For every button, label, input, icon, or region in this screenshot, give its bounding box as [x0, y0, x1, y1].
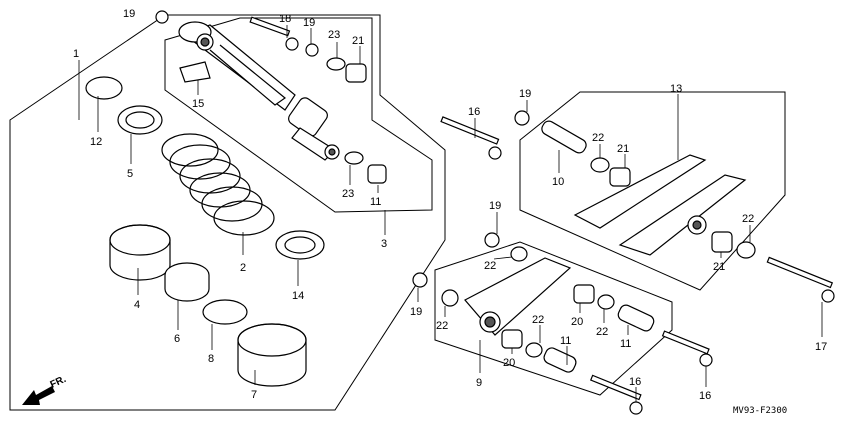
callout-11-rod-bottom: 11: [560, 335, 571, 347]
adjuster-4: [109, 224, 171, 281]
front-direction-arrow: FR.: [22, 374, 68, 405]
callout-22-rod-top: 22: [484, 260, 496, 272]
callout-16-bottom: 16: [629, 376, 641, 388]
callout-2: 2: [240, 262, 246, 274]
seal-23-top: [326, 57, 346, 71]
front-direction-label: FR.: [49, 374, 68, 391]
leader-lines: [78, 25, 823, 402]
callout-7: 7: [251, 389, 257, 401]
collar-11-rod-right: [617, 304, 655, 332]
bolt-16-mid: [661, 330, 713, 367]
callout-4: 4: [134, 299, 140, 311]
callout-21-top: 21: [352, 35, 364, 47]
callout-19-left: 19: [410, 306, 422, 318]
assembly-1-outline: [9, 14, 446, 411]
nut-19-top: [305, 43, 319, 57]
bearing-21-arm-top: [609, 167, 631, 187]
rear-shock-absorber: [178, 21, 340, 161]
callout-8: 8: [208, 353, 214, 365]
cushion-arm: [573, 154, 747, 256]
cushion-connecting-rod: [464, 257, 572, 336]
shock-spring: [161, 133, 275, 236]
bolt-18: [249, 16, 291, 37]
callout-12: 12: [90, 136, 102, 148]
callout-23-top: 23: [328, 29, 340, 41]
callout-16-top: 16: [468, 106, 480, 118]
callout-19-top-left: 19: [123, 8, 135, 20]
cover-7-top: [237, 323, 307, 357]
callout-22-arm-top: 22: [592, 132, 604, 144]
diagram-code: MV93-F2300: [733, 406, 787, 416]
callout-5: 5: [127, 168, 133, 180]
assembly-3-outline: [164, 17, 433, 213]
bushing-21-top: [345, 63, 367, 83]
callout-21-arm-bottom: 21: [713, 261, 725, 273]
bolt-16-top: [440, 116, 502, 160]
nut-19-rod: [484, 232, 500, 248]
callout-15: 15: [192, 98, 204, 110]
callout-23-bottom: 23: [342, 188, 354, 200]
callout-3: 3: [381, 238, 387, 250]
spring-seat-5: [117, 105, 163, 135]
callout-18: 18: [279, 13, 291, 25]
collar-11-rod-bottom: [543, 347, 577, 373]
callout-11-rod-right: 11: [620, 338, 631, 350]
callout-6: 6: [174, 333, 180, 345]
callout-22-rod-bottom: 22: [532, 314, 544, 326]
callout-10: 10: [552, 176, 564, 188]
callout-19-top: 19: [303, 17, 315, 29]
callout-14: 14: [292, 290, 304, 302]
bolt-17: [766, 256, 835, 303]
seal-22-arm-bottom: [736, 241, 756, 259]
seal-22-arm-top: [590, 157, 610, 173]
bump-rubber-14: [275, 230, 325, 260]
seal-22-rod-bottom: [525, 342, 543, 358]
callout-11-shock: 11: [370, 196, 381, 208]
callout-1: 1: [73, 48, 79, 60]
callout-20-bottom: 20: [503, 357, 515, 369]
callout-16-mid: 16: [699, 390, 711, 402]
ring-8: [202, 299, 248, 325]
callout-22-arm-bottom: 22: [742, 213, 754, 225]
nut-18: [285, 37, 299, 51]
adjuster-4-top: [109, 224, 171, 256]
callout-9: 9: [476, 377, 482, 389]
callout-20-top: 20: [571, 316, 583, 328]
callout-21-arm-top: 21: [617, 143, 629, 155]
nut-19-top-left: [155, 10, 169, 24]
seal-22-rod-right: [597, 294, 615, 310]
callout-19-arm: 19: [519, 88, 531, 100]
collar-11-shock: [367, 164, 387, 184]
callout-22-rod-right: 22: [596, 326, 608, 338]
collar-10: [541, 120, 587, 154]
seal-22-rod-top: [510, 246, 528, 262]
callout-22-rod-left: 22: [436, 320, 448, 332]
callout-13: 13: [670, 83, 682, 95]
nut-19-left: [412, 272, 428, 288]
nut-19-arm: [514, 110, 530, 126]
stopper-ring-12: [85, 76, 123, 100]
spring-seat-5-inner: [125, 111, 155, 129]
assembly-9-outline: [434, 241, 673, 396]
assembly-13-outline: [519, 91, 786, 291]
seal-23-bottom: [344, 151, 364, 165]
seal-22-rod-left: [441, 289, 459, 307]
cover-7: [237, 323, 307, 387]
callout-19-rod: 19: [489, 200, 501, 212]
bearing-21-arm-bottom: [711, 231, 733, 253]
bump-rubber-14-inner: [284, 236, 316, 254]
callout-17: 17: [815, 341, 827, 353]
lock-nut-6: [164, 262, 210, 302]
bearing-20-rod-bottom: [501, 329, 523, 349]
bearing-20-rod-top: [573, 284, 595, 304]
